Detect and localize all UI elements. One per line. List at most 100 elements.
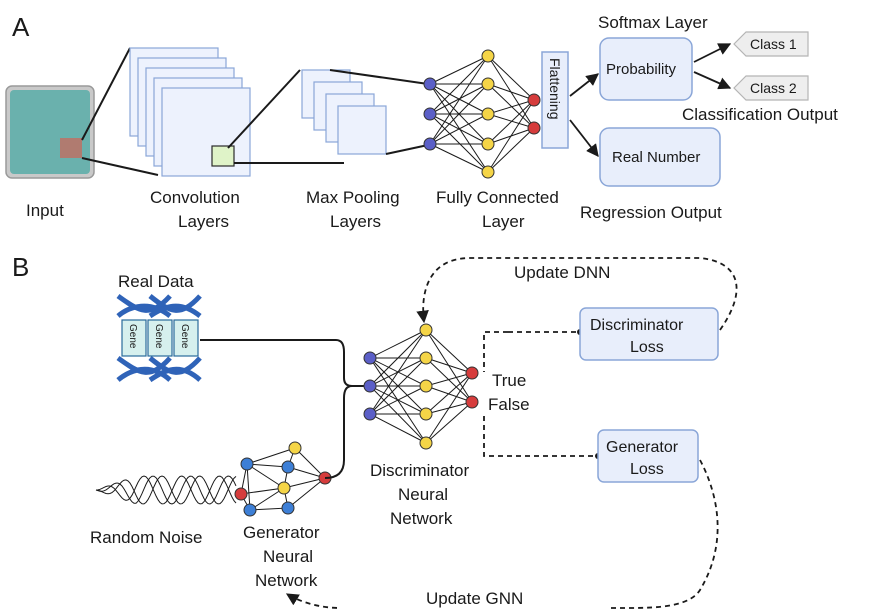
disc-net-label-line1: Discriminator (370, 461, 470, 480)
max-pooling-layers-stack (301, 69, 387, 155)
fc-a-edge (487, 99, 535, 173)
softmax-title: Softmax Layer (598, 13, 708, 32)
discriminator-network (363, 323, 479, 450)
class2-tag (733, 75, 809, 101)
input-label: Input (26, 201, 64, 220)
gen-edge (240, 487, 285, 495)
gen-loss-label-line2: Loss (630, 461, 664, 478)
gen-edge (249, 487, 285, 511)
gen-node (240, 457, 254, 471)
class1-tag (733, 31, 809, 57)
input-image (5, 85, 95, 179)
flatten-to-probability-arrow (569, 73, 599, 97)
disc-edge (369, 329, 427, 415)
gene-box-1 (121, 319, 147, 357)
gen-loss-label-line1: Generator (606, 439, 679, 456)
flattening-label: Flattening (547, 58, 563, 119)
convolution-layers-stack (129, 47, 251, 177)
fc-a-node (481, 77, 495, 91)
fc-a-node (423, 137, 437, 151)
noise-wave-line (95, 475, 237, 505)
fc-label-line1: Fully Connected (436, 188, 559, 207)
disc-edge (425, 372, 473, 387)
real-data-dna: Gene Gene Gene (116, 293, 202, 383)
gene-label-1: Gene (127, 324, 138, 349)
fc-a-edge (429, 113, 489, 145)
gene-label-2: Gene (153, 324, 164, 349)
fc-label-line2: Layer (482, 212, 525, 231)
gene-label-3: Gene (179, 324, 190, 349)
generator-connector (324, 385, 353, 479)
fc-a-edge (429, 83, 489, 145)
disc-edge (425, 329, 473, 374)
fc-a-edge (429, 55, 489, 145)
gen-node (281, 501, 295, 515)
class2-label: Class 2 (750, 80, 797, 96)
noise-wave-line (95, 475, 237, 505)
fc-a-edge (487, 55, 535, 101)
fc-a-node (423, 107, 437, 121)
real-number-label: Real Number (612, 149, 700, 166)
fc-a-node (527, 93, 541, 107)
pool-fc-connector-top (329, 69, 429, 85)
disc-edge (425, 372, 473, 444)
fc-a-node (481, 165, 495, 179)
generator-loss-box (597, 429, 699, 483)
fc-a-edge (429, 55, 489, 115)
disc-edge (425, 401, 473, 444)
fc-a-edge (487, 99, 535, 115)
real-data-connector (200, 339, 368, 387)
panel-a-letter: A (12, 12, 30, 42)
disc-node (419, 436, 433, 450)
disc-edge (369, 329, 427, 359)
fc-a-edge (429, 143, 489, 173)
gen-edge (283, 477, 326, 489)
random-noise-wave (95, 475, 237, 505)
discriminator-loss-box (579, 307, 719, 361)
disc-edge (425, 357, 473, 374)
disc-node (465, 366, 479, 380)
disc-node (363, 379, 377, 393)
disc-edge (369, 385, 427, 415)
conv-pool-connector-top (227, 69, 301, 149)
gen-edge (246, 463, 289, 468)
flatten-to-real-number-arrow (569, 119, 599, 157)
disc-node (419, 379, 433, 393)
pool-label-line1: Max Pooling (306, 188, 400, 207)
fc-a-node (527, 121, 541, 135)
fc-a-edge (429, 113, 489, 173)
gen-edge (246, 447, 296, 465)
loss-dashed-connector (483, 331, 598, 457)
gene-box-3 (173, 319, 199, 357)
disc-edge (369, 413, 427, 444)
gene-box-2 (147, 319, 173, 357)
fc-a-node (481, 107, 495, 121)
disc-edge (369, 329, 427, 387)
gen-node (234, 487, 248, 501)
fully-connected-network (423, 49, 541, 179)
fc-a-edge (487, 127, 535, 173)
class1-arrow (693, 43, 732, 63)
disc-net-label-line2: Neural (398, 485, 448, 504)
disc-loss-label-line1: Discriminator (590, 317, 684, 334)
random-noise-label: Random Noise (90, 528, 202, 547)
update-dnn-arrow (416, 257, 738, 331)
disc-node (363, 351, 377, 365)
fc-a-node (481, 49, 495, 63)
disc-net-label-line3: Network (390, 509, 453, 528)
gen-edge (287, 477, 326, 509)
disc-edge (369, 357, 427, 415)
fc-a-edge (487, 83, 535, 129)
gen-net-label-line3: Network (255, 571, 318, 590)
update-gnn-label: Update GNN (426, 589, 523, 608)
disc-loss-label-line2: Loss (630, 339, 664, 356)
input-conv-connector-bottom (81, 157, 159, 176)
disc-node (419, 351, 433, 365)
disc-edge (425, 372, 473, 415)
real-data-label: Real Data (118, 272, 194, 291)
flattening-box (541, 51, 569, 149)
false-label: False (488, 395, 530, 414)
fc-a-node (481, 137, 495, 151)
update-dnn-label: Update DNN (514, 263, 610, 282)
